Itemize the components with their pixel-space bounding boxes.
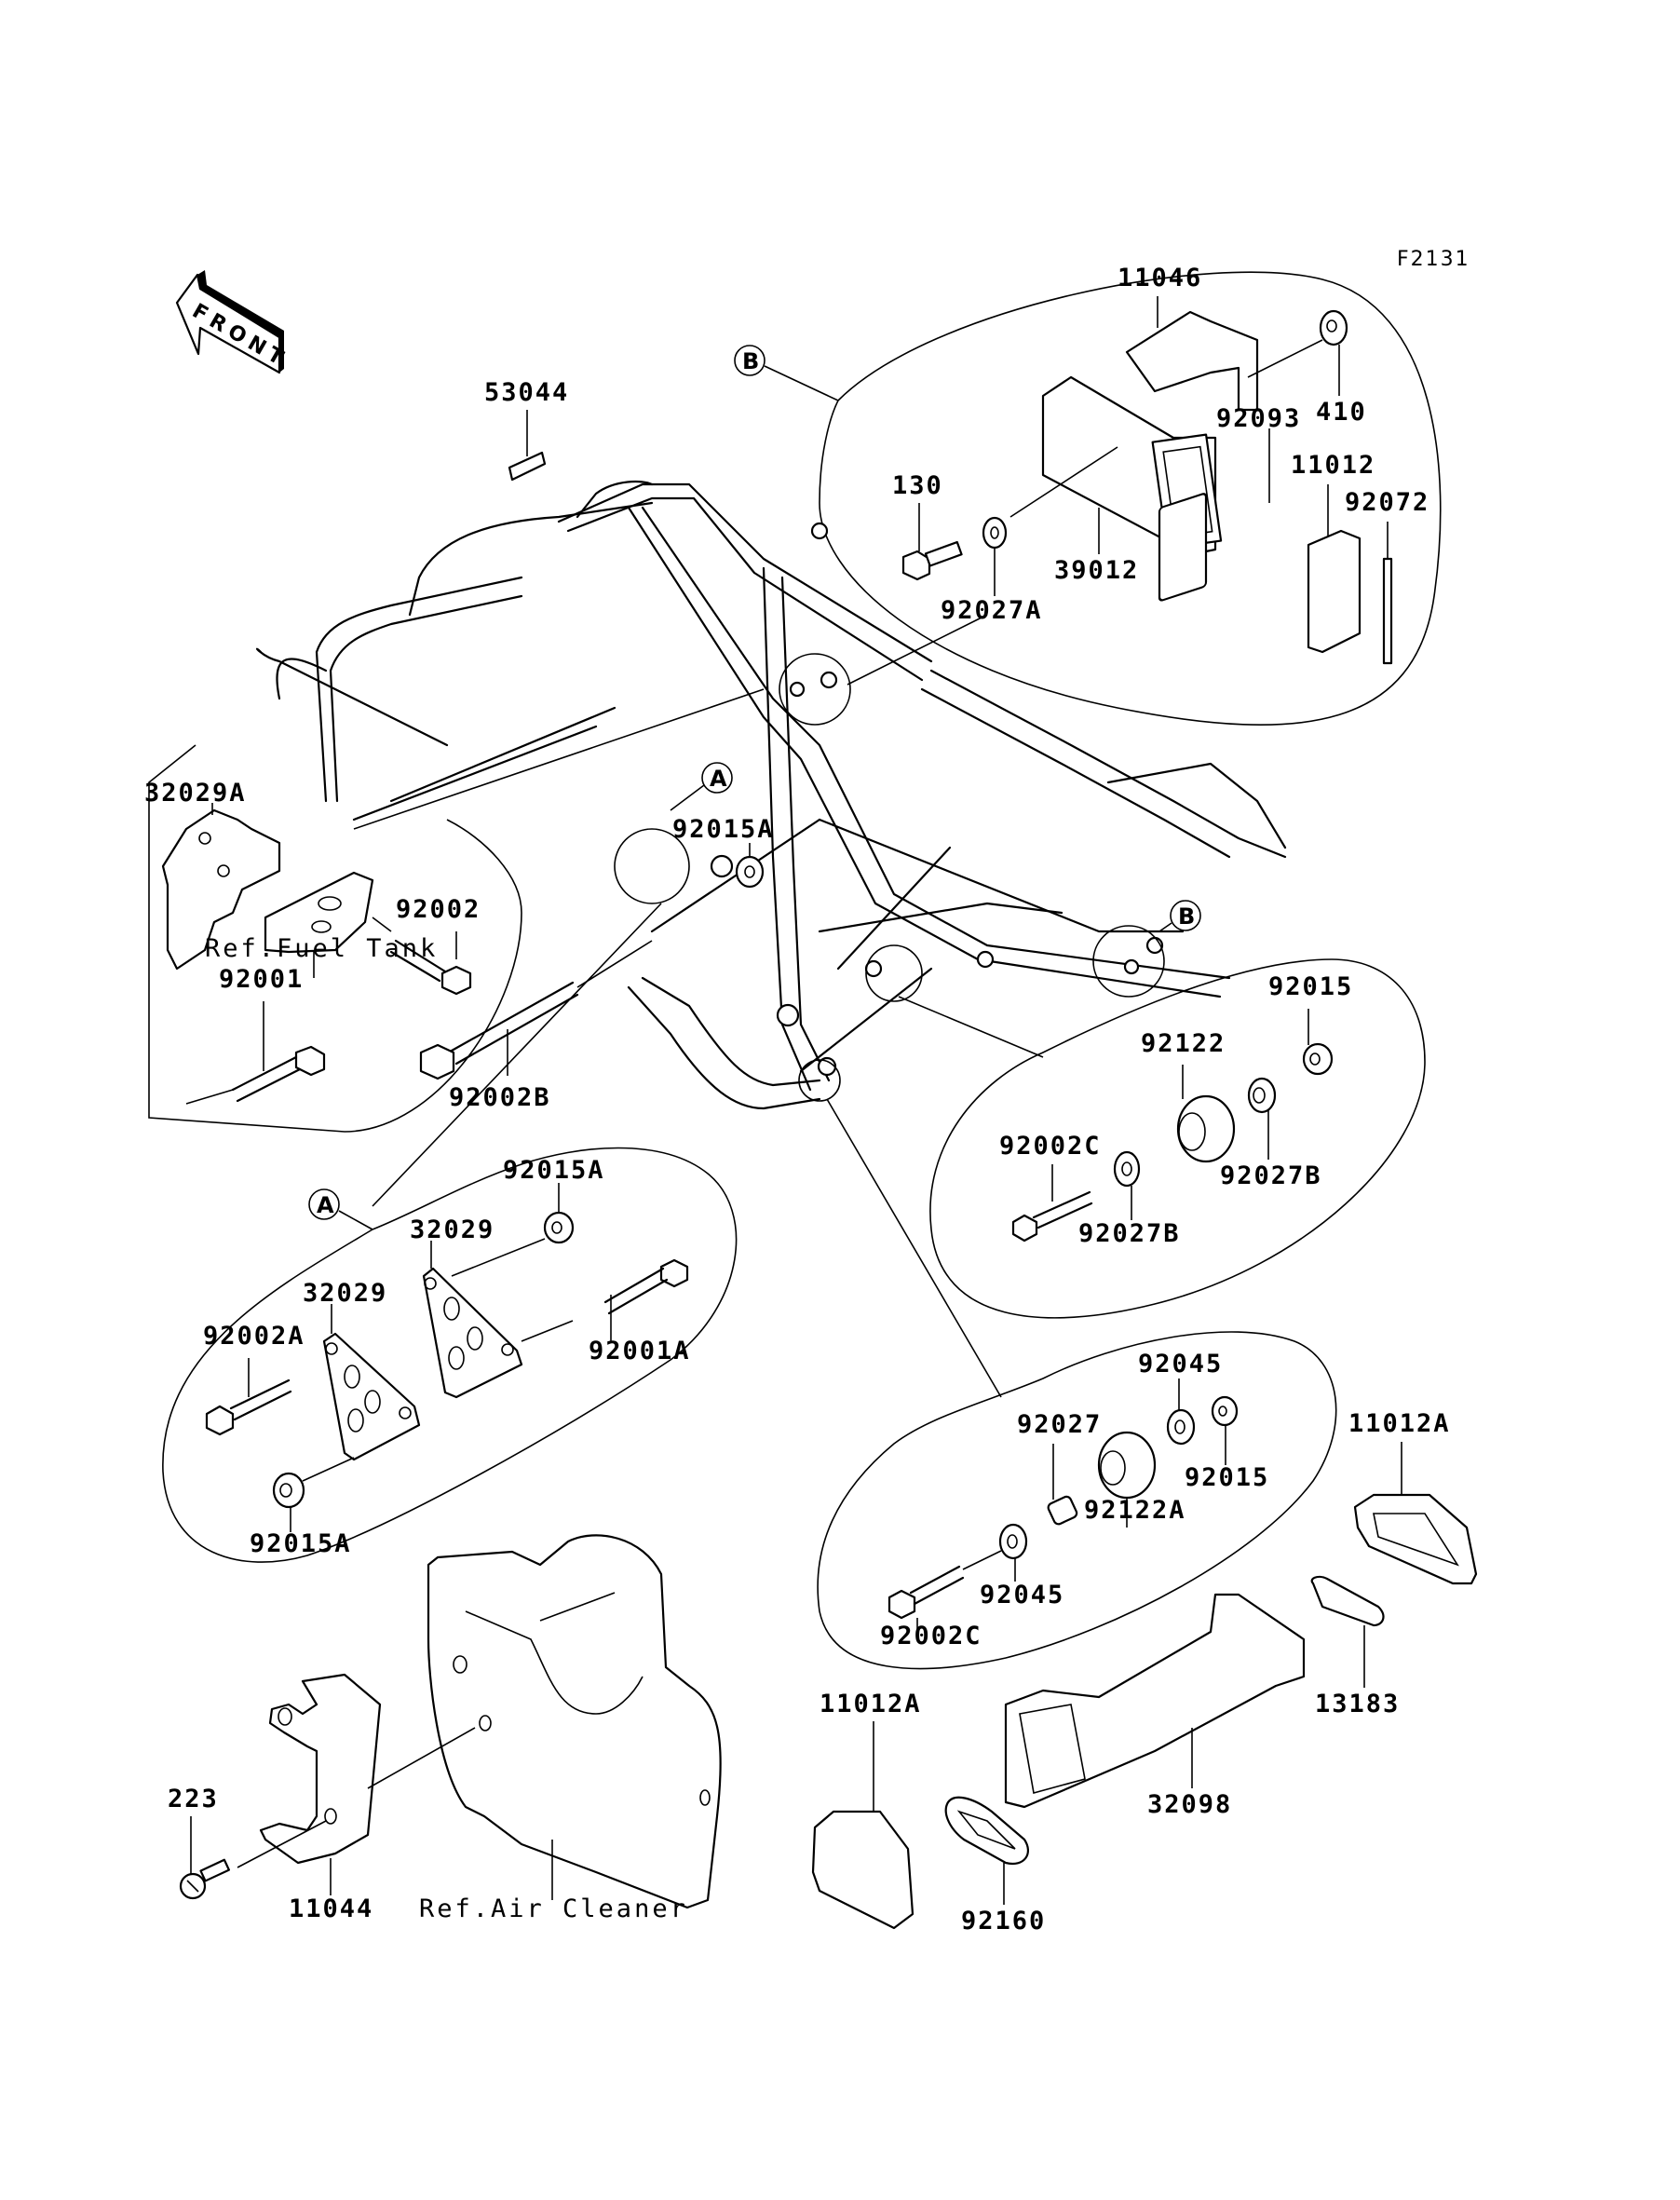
- collar-92027B-right: [1247, 1077, 1277, 1114]
- label-32029-lower[interactable]: 32029: [303, 1279, 387, 1308]
- label-11012A-left[interactable]: 11012A: [820, 1690, 922, 1718]
- svg-text:B: B: [1178, 903, 1195, 930]
- detail-b-group: B: [734, 271, 1442, 726]
- grommet-53044: [508, 451, 547, 482]
- label-32029-top[interactable]: 32029: [410, 1215, 495, 1244]
- bracket-32029A: [161, 808, 281, 971]
- bolt-92002C-lower: [887, 1565, 965, 1620]
- part-labels: 11046 410 92093 11012 92072 130 39012 92…: [144, 264, 1451, 1935]
- collar-92027: [1047, 1495, 1078, 1526]
- label-11046[interactable]: 11046: [1118, 264, 1202, 292]
- label-92045-top[interactable]: 92045: [1138, 1350, 1223, 1378]
- bolt-92002B: [419, 981, 579, 1080]
- label-92093[interactable]: 92093: [1216, 404, 1301, 433]
- callout-b-upper: [734, 345, 765, 376]
- air-duct-group: [811, 1442, 1478, 1930]
- label-92002C-upper[interactable]: 92002C: [999, 1132, 1102, 1161]
- label-92002C-lower[interactable]: 92002C: [880, 1622, 982, 1650]
- label-92122[interactable]: 92122: [1141, 1029, 1226, 1058]
- plate-32029-top: [422, 1267, 523, 1399]
- nut-92015A-top: [543, 1211, 575, 1244]
- label-92015A-frame[interactable]: 92015A: [672, 815, 775, 844]
- detail-fuel-tank-group: [148, 744, 653, 1133]
- callout-a-detail: [308, 1188, 340, 1220]
- label-39012[interactable]: 39012: [1054, 556, 1139, 585]
- seal-13183: [1310, 1575, 1385, 1627]
- label-92002A[interactable]: 92002A: [203, 1322, 305, 1351]
- label-92045-lower[interactable]: 92045: [980, 1581, 1064, 1609]
- detail-bushing-upper-group: [929, 958, 1426, 1319]
- detail-bushing-lower-group: [817, 1331, 1337, 1670]
- label-92015-lower[interactable]: 92015: [1185, 1463, 1269, 1492]
- label-92027B-left[interactable]: 92027B: [1078, 1219, 1181, 1248]
- duct-32098: [1004, 1593, 1306, 1809]
- label-130[interactable]: 130: [892, 471, 943, 500]
- bolt-130: [901, 540, 963, 581]
- label-13183[interactable]: 13183: [1315, 1690, 1400, 1718]
- label-92027[interactable]: 92027: [1017, 1410, 1102, 1439]
- label-92015A-bottom[interactable]: 92015A: [250, 1529, 352, 1558]
- filter-11012A-left: [811, 1810, 915, 1930]
- svg-text:A: A: [710, 766, 727, 792]
- ref-fuel-tank[interactable]: Ref.Fuel Tank: [205, 934, 438, 963]
- washer-92027A: [982, 516, 1008, 550]
- label-223[interactable]: 223: [168, 1785, 219, 1813]
- label-92122A[interactable]: 92122A: [1084, 1496, 1186, 1525]
- label-92160[interactable]: 92160: [961, 1907, 1046, 1935]
- label-11044[interactable]: 11044: [289, 1894, 373, 1923]
- bolt-92002C-upper: [1011, 1190, 1093, 1243]
- label-92001[interactable]: 92001: [219, 965, 304, 994]
- nut-92015A-frame: [735, 855, 765, 889]
- air-cleaner-housing: [427, 1534, 722, 1909]
- collar-92027B-left: [1113, 1150, 1141, 1188]
- nut-92015A-bottom: [272, 1472, 305, 1509]
- washer-92045-lower: [998, 1523, 1028, 1560]
- washer-92045-top: [1166, 1408, 1196, 1446]
- label-32029A[interactable]: 32029A: [144, 779, 247, 808]
- nut-92015-upper: [1302, 1042, 1334, 1076]
- label-92002[interactable]: 92002: [396, 895, 481, 924]
- washer-410: [1319, 309, 1348, 346]
- label-410[interactable]: 410: [1316, 398, 1367, 427]
- label-92015-upper[interactable]: 92015: [1268, 972, 1353, 1001]
- callout-a-frame: [701, 762, 733, 794]
- gasket-92093: [1158, 493, 1208, 602]
- seal-92160: [944, 1796, 1029, 1866]
- detail-a-group: A: [162, 1147, 738, 1563]
- filter-11012A-right: [1353, 1493, 1478, 1585]
- label-11012A-right[interactable]: 11012A: [1348, 1409, 1451, 1438]
- label-92015A-top[interactable]: 92015A: [503, 1156, 605, 1185]
- label-11012[interactable]: 11012: [1291, 451, 1375, 480]
- label-92002B[interactable]: 92002B: [449, 1083, 551, 1112]
- air-cleaner-group: [179, 1534, 722, 1909]
- bracket-11046: [1125, 310, 1259, 412]
- label-32098[interactable]: 32098: [1147, 1790, 1232, 1819]
- screw-223: [179, 1858, 231, 1900]
- nut-92015-lower: [1211, 1395, 1239, 1427]
- bolt-92002A: [205, 1378, 292, 1436]
- svg-text:A: A: [317, 1192, 334, 1218]
- stay-11044: [259, 1673, 382, 1865]
- cover-11012: [1307, 529, 1362, 654]
- front-arrow-icon: FRONT: [175, 270, 291, 374]
- strap-92072: [1382, 557, 1393, 665]
- fuel-tank-bracket: [264, 871, 374, 954]
- label-92027B-right[interactable]: 92027B: [1220, 1161, 1322, 1190]
- figure-code: F2131: [1397, 248, 1470, 271]
- bolt-92002: [389, 939, 472, 996]
- ref-air-cleaner[interactable]: Ref.Air Cleaner: [419, 1894, 688, 1923]
- label-92027A[interactable]: 92027A: [941, 596, 1043, 625]
- svg-text:B: B: [742, 348, 759, 374]
- plate-32029-lower: [322, 1332, 421, 1461]
- bushing-92122A: [1097, 1431, 1157, 1500]
- bushing-92122: [1176, 1094, 1236, 1163]
- bolt-92001A: [603, 1258, 689, 1315]
- label-92072[interactable]: 92072: [1345, 488, 1429, 517]
- frame-body: [255, 410, 1287, 1398]
- label-53044[interactable]: 53044: [484, 378, 569, 407]
- callout-b-frame: [1170, 900, 1201, 931]
- label-92001A[interactable]: 92001A: [589, 1337, 691, 1365]
- bolt-92001: [231, 1045, 326, 1103]
